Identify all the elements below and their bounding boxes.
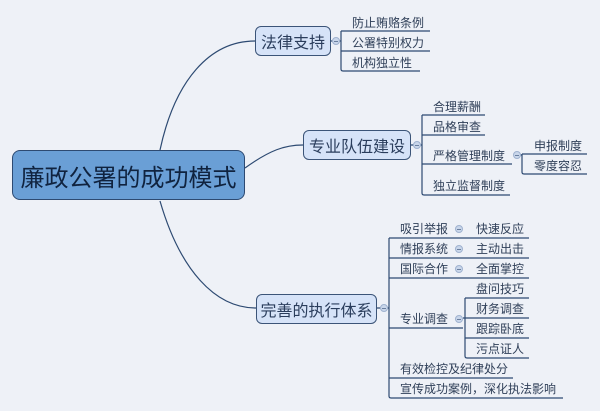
subtopic[interactable]: 情报系统 xyxy=(400,242,449,256)
collapse-toggle-icon[interactable] xyxy=(455,225,463,233)
subtopic[interactable]: 严格管理制度 xyxy=(433,149,506,163)
bracket-team xyxy=(411,114,512,196)
subtopic[interactable]: 污点证人 xyxy=(476,342,525,356)
connector-root-team xyxy=(244,144,304,169)
subtopic[interactable]: 品格审查 xyxy=(433,120,482,134)
subtopic[interactable]: 防止贿赂条例 xyxy=(352,16,425,30)
subtopic[interactable]: 机构独立性 xyxy=(352,56,413,70)
connector-root-law xyxy=(159,40,256,151)
subtopic[interactable]: 零度容忍 xyxy=(534,159,583,173)
subtopic[interactable]: 公署特别权力 xyxy=(352,36,425,50)
subtopic[interactable]: 专业调查 xyxy=(400,312,449,326)
subtopic[interactable]: 盘问技巧 xyxy=(476,282,525,296)
subtopic[interactable]: 吸引举报 xyxy=(400,222,449,236)
bracket-investigation xyxy=(463,297,529,359)
subtopic[interactable]: 快速反应 xyxy=(476,222,525,236)
subtopic[interactable]: 独立监督制度 xyxy=(433,179,506,193)
connector-root-exec xyxy=(159,200,257,309)
root-topic[interactable]: 廉政公署的成功模式 xyxy=(12,150,245,200)
collapse-toggle-icon[interactable] xyxy=(455,315,463,323)
subtopic[interactable]: 申报制度 xyxy=(534,139,583,153)
topic-professional-team[interactable]: 专业队伍建设 xyxy=(303,130,411,160)
topic-execution-system[interactable]: 完善的执行体系 xyxy=(256,294,377,324)
subtopic[interactable]: 宣传成功案例，深化执法影响 xyxy=(400,382,557,396)
subtopic[interactable]: 主动出击 xyxy=(476,242,525,256)
collapse-toggle-icon[interactable] xyxy=(513,151,521,159)
collapse-toggle-icon[interactable] xyxy=(455,265,463,273)
collapse-toggle-icon[interactable] xyxy=(455,245,463,253)
subtopic[interactable]: 合理薪酬 xyxy=(433,100,482,114)
bracket-law xyxy=(340,30,430,72)
topic-legal-support[interactable]: 法律支持 xyxy=(255,26,331,56)
subtopic[interactable]: 财务调查 xyxy=(476,302,525,316)
collapse-toggle-icon[interactable] xyxy=(380,304,388,312)
collapse-toggle-icon[interactable] xyxy=(413,141,421,149)
subtopic[interactable]: 跟踪卧底 xyxy=(476,322,525,336)
subtopic[interactable]: 国际合作 xyxy=(400,262,449,276)
subtopic[interactable]: 有效检控及纪律处分 xyxy=(400,362,509,376)
collapse-toggle-icon[interactable] xyxy=(332,37,340,45)
subtopic[interactable]: 全面掌控 xyxy=(476,262,525,276)
